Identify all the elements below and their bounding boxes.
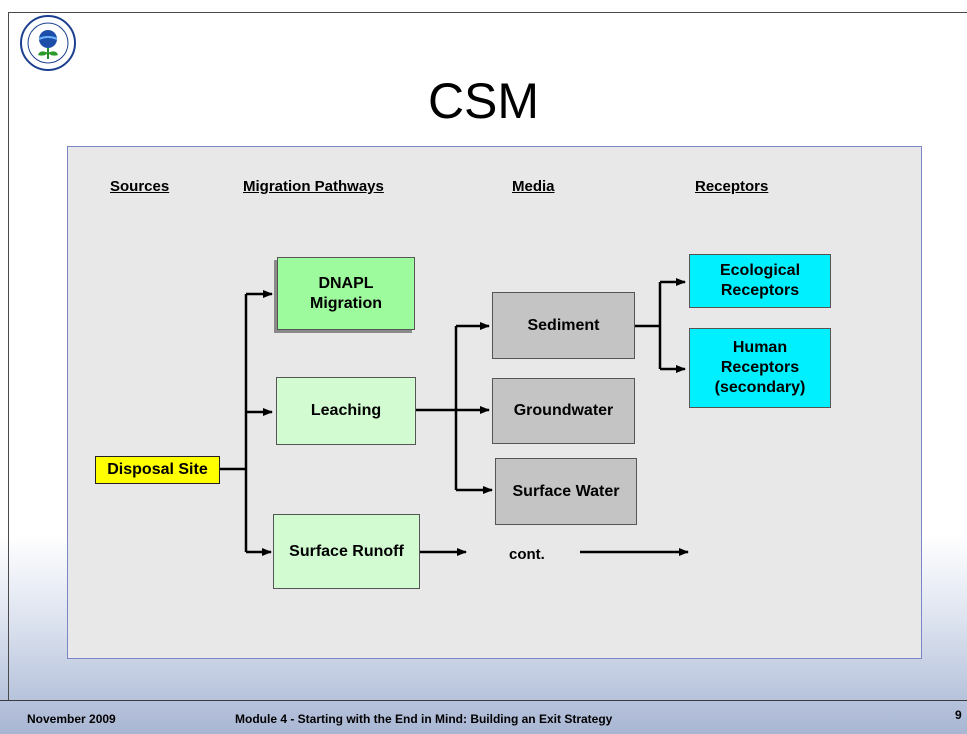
sediment-label: Sediment — [527, 316, 600, 334]
surface-water-label: Surface Water — [512, 482, 620, 500]
ecological-receptors-box: Ecological Receptors — [689, 254, 831, 308]
sediment-box: Sediment — [492, 292, 635, 359]
footer-page-number: 9 — [955, 708, 962, 722]
header-media: Media — [512, 178, 555, 195]
disposal-site-label: Disposal Site — [107, 461, 208, 478]
human-label-line2: Receptors — [720, 359, 800, 376]
human-label-line1: Human — [732, 339, 788, 356]
surface-runoff-box: Surface Runoff — [273, 514, 420, 589]
header-receptors: Receptors — [695, 178, 769, 195]
human-label-line3: (secondary) — [714, 379, 806, 396]
slide-title: CSM — [427, 73, 540, 129]
groundwater-box: Groundwater — [492, 378, 635, 444]
leaching-label: Leaching — [310, 402, 382, 419]
footer-module-title: Module 4 - Starting with the End in Mind… — [235, 712, 613, 726]
eco-label-line2: Receptors — [720, 282, 800, 299]
header-sources: Sources — [110, 178, 170, 195]
human-receptors-box: Human Receptors (secondary) — [689, 328, 831, 408]
dnapl-label-line2: Migration — [310, 294, 382, 312]
footer-date: November 2009 — [27, 712, 116, 726]
leaching-box: Leaching — [276, 377, 416, 445]
epa-seal-icon — [20, 15, 76, 71]
cont-label: cont. — [509, 546, 545, 563]
header-migration-pathways: Migration Pathways — [243, 178, 384, 195]
dnapl-migration-box: DNAPL Migration — [277, 257, 415, 330]
footer-divider — [0, 700, 967, 701]
slide-border — [8, 12, 967, 700]
disposal-site-box: Disposal Site — [95, 456, 220, 484]
surface-runoff-label: Surface Runoff — [289, 542, 404, 560]
groundwater-label: Groundwater — [513, 402, 614, 419]
dnapl-label-line1: DNAPL — [318, 274, 374, 292]
surface-water-box: Surface Water — [495, 458, 637, 525]
eco-label-line1: Ecological — [719, 262, 801, 279]
